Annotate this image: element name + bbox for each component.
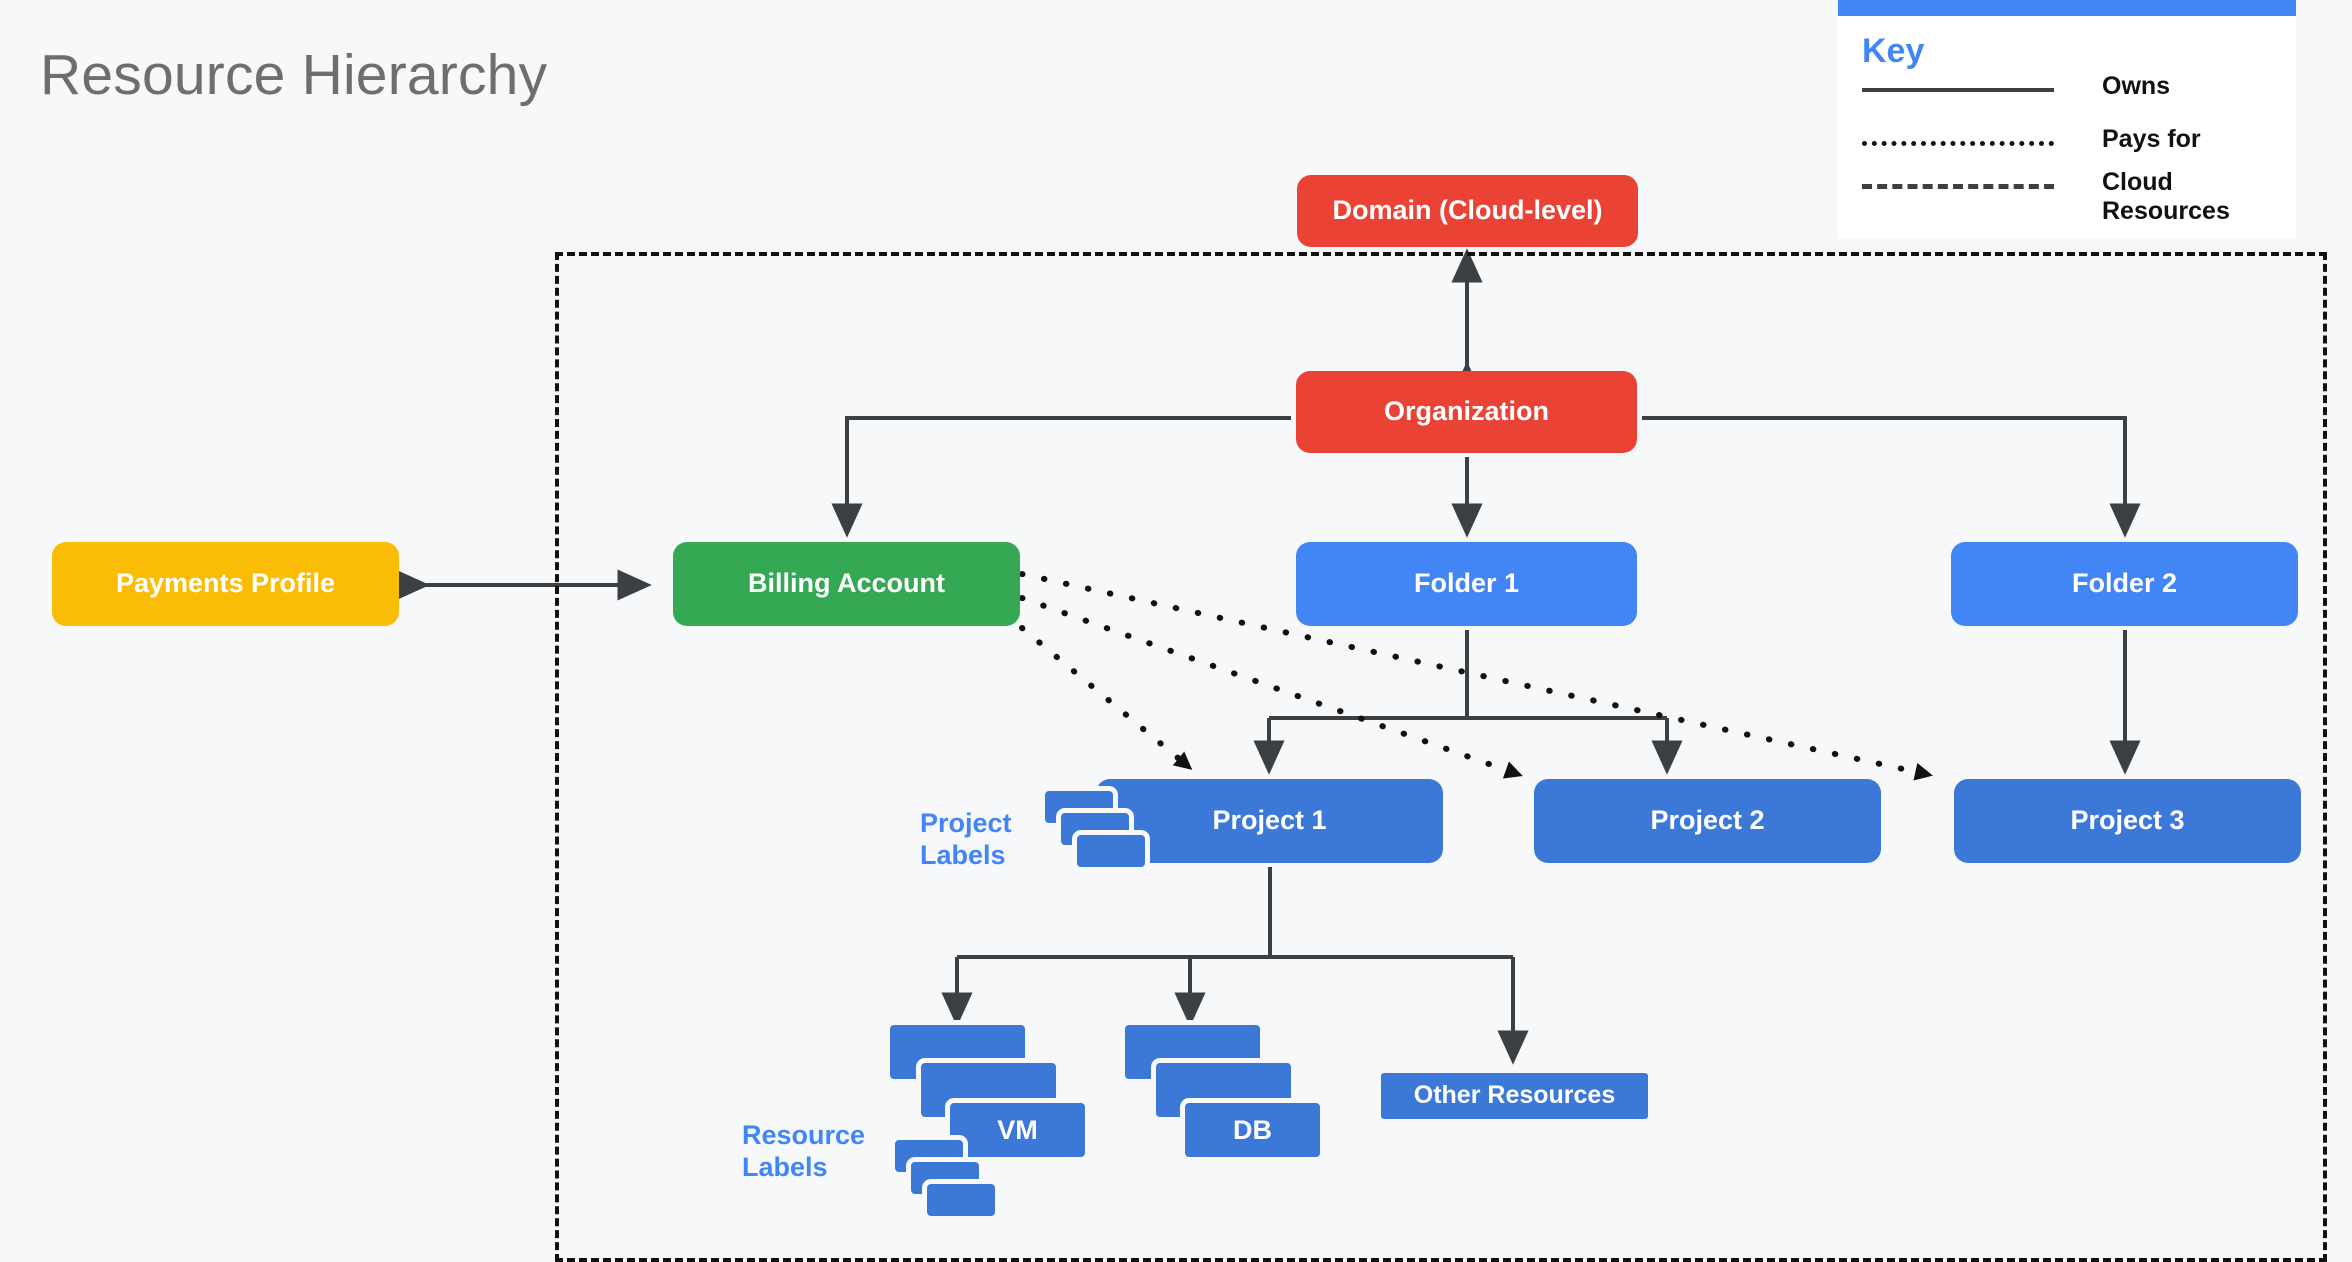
legend-label: Pays for bbox=[2102, 125, 2201, 153]
legend-key: Key Owns Pays for Cloud Resources bbox=[1838, 0, 2296, 238]
node-billing-account[interactable]: Billing Account bbox=[673, 542, 1020, 626]
label-chip bbox=[922, 1179, 1000, 1221]
node-folder-1[interactable]: Folder 1 bbox=[1296, 542, 1637, 626]
db-chip-front: DB bbox=[1180, 1098, 1325, 1162]
diagram-canvas: Resource Hierarchy bbox=[40, 0, 2327, 1262]
node-domain[interactable]: Domain (Cloud-level) bbox=[1297, 175, 1638, 247]
node-organization[interactable]: Organization bbox=[1296, 371, 1637, 453]
page-title: Resource Hierarchy bbox=[40, 43, 548, 107]
node-payments-profile[interactable]: Payments Profile bbox=[52, 542, 399, 626]
solid-line-icon bbox=[1862, 88, 2054, 92]
edge-billing-project1 bbox=[1019, 625, 1193, 771]
edge-org-billing bbox=[831, 416, 1291, 538]
edge-org-folder2 bbox=[1642, 416, 2141, 538]
project-labels-caption: Project Labels bbox=[920, 808, 1012, 870]
edge-billing-project3 bbox=[1019, 571, 1933, 781]
legend-row-owns: Owns bbox=[1862, 72, 2280, 101]
dotted-line-icon bbox=[1862, 141, 2054, 146]
node-project-2[interactable]: Project 2 bbox=[1534, 779, 1881, 863]
legend-accent-bar bbox=[1838, 0, 2296, 16]
resource-labels-caption: Resource Labels bbox=[742, 1120, 866, 1182]
label-chip bbox=[1072, 830, 1150, 872]
legend-label: Cloud Resources bbox=[2102, 168, 2230, 225]
legend-label: Owns bbox=[2102, 72, 2171, 100]
resource-labels-stack bbox=[890, 1135, 1020, 1245]
node-other-resources[interactable]: Other Resources bbox=[1376, 1068, 1653, 1124]
dashed-line-icon bbox=[1862, 184, 2054, 189]
edge-layer bbox=[395, 248, 2141, 1065]
node-vm-stack[interactable]: VM bbox=[885, 1020, 1105, 1220]
legend-row-cloud-resources: Cloud Resources bbox=[1862, 168, 2280, 226]
node-project-3[interactable]: Project 3 bbox=[1954, 779, 2301, 863]
legend-title: Key bbox=[1862, 32, 1925, 70]
node-folder-2[interactable]: Folder 2 bbox=[1951, 542, 2298, 626]
project-labels-stack bbox=[1040, 786, 1160, 881]
node-db-stack[interactable]: DB bbox=[1120, 1020, 1340, 1200]
edge-billing-project2 bbox=[1019, 595, 1523, 779]
legend-row-pays-for: Pays for bbox=[1862, 125, 2280, 154]
vm-chip-front: VM bbox=[945, 1098, 1090, 1162]
edge-folder1-project1 bbox=[1269, 716, 1667, 770]
